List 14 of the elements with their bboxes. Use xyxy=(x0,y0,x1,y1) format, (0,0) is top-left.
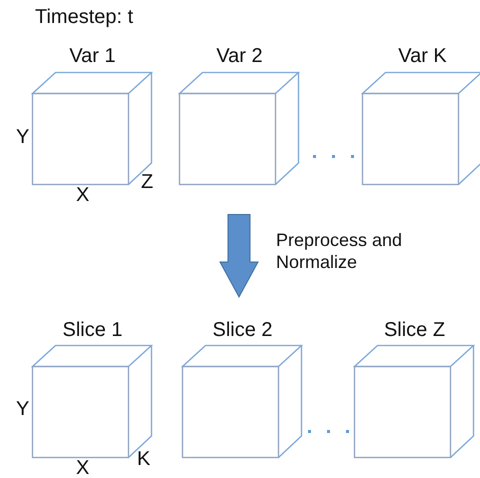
cube-title: Slice 2 xyxy=(212,318,273,342)
cube-title: Var K xyxy=(398,44,447,68)
axis-label: K xyxy=(137,447,150,471)
cube-title: Slice Z xyxy=(384,318,446,342)
axis-label: X xyxy=(76,183,90,207)
cube-title: Var 2 xyxy=(216,44,263,68)
axis-label: Y xyxy=(16,125,30,149)
axis-label: Z xyxy=(141,170,154,194)
cube-title: Var 1 xyxy=(69,44,116,68)
step-label: Preprocess and Normalize xyxy=(276,230,404,274)
cube-title: Slice 1 xyxy=(62,318,123,342)
axis-label: X xyxy=(76,456,90,478)
timestep-label: Timestep: t xyxy=(35,5,134,29)
axis-label: Y xyxy=(16,397,30,421)
